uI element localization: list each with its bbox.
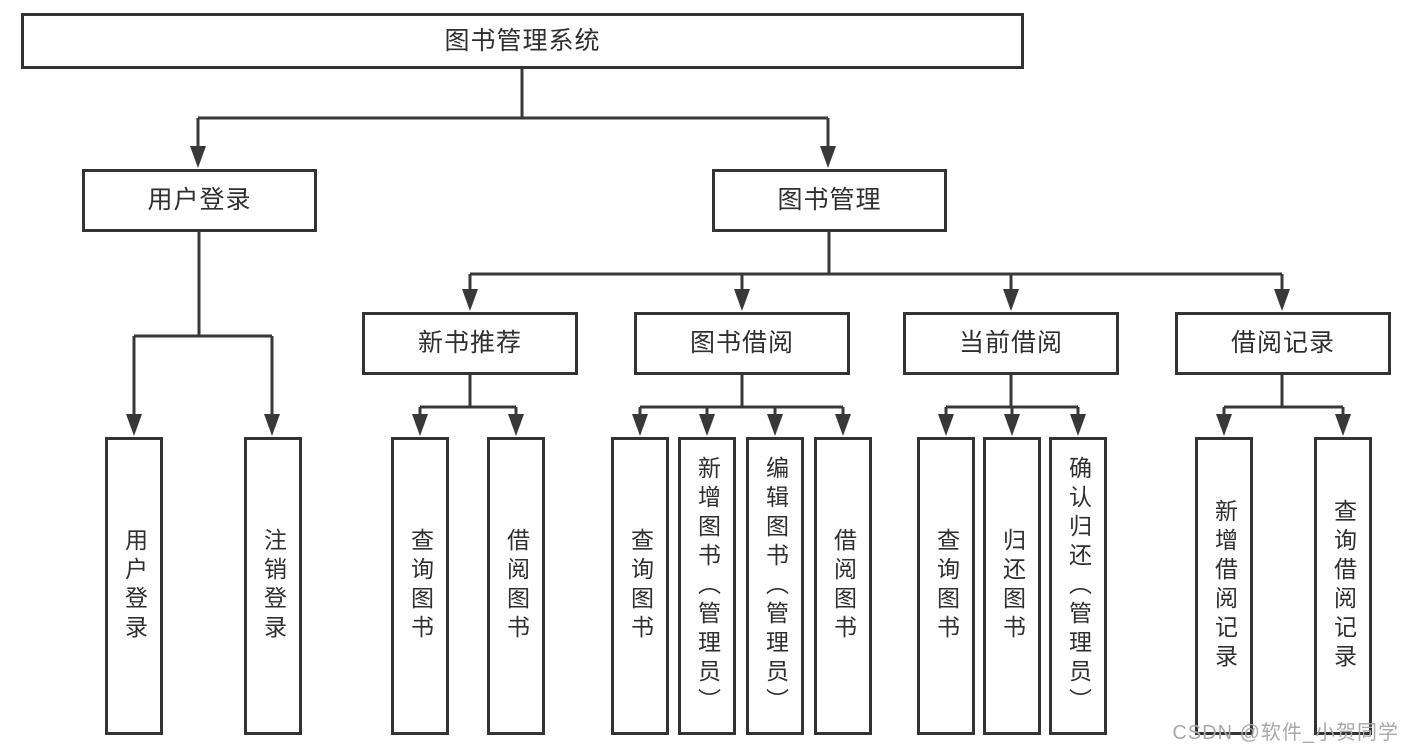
connector-currentborrow-to-leaves [944,375,1080,420]
node-leaf-query-books-rec: 查询图书 [391,437,449,735]
node-label: 注销登录 [260,528,287,644]
node-leaf-borrow-books: 借阅图书 [814,437,872,735]
node-leaf-logout: 注销登录 [244,437,302,735]
node-label: 查询借阅记录 [1330,499,1357,673]
connector-bookmgmt-to-level3 [468,232,1284,295]
node-label: 借阅图书 [503,528,530,644]
connector-newbookrec-to-leaves [418,375,518,420]
node-current-borrowing: 当前借阅 [903,312,1119,375]
connector-root-to-level2 [196,69,830,150]
node-leaf-return-books: 归还图书 [983,437,1041,735]
node-leaf-user-login: 用户登录 [105,437,163,735]
node-leaf-query-books-borrow: 查询图书 [611,437,669,735]
connector-userlogin-to-leaves [132,232,274,420]
node-leaf-add-books-admin: 新增图书（管理员） [678,437,736,735]
csdn-watermark: CSDN @软件_小贺同学 [1172,722,1399,744]
node-book-management-branch: 图书管理 [712,169,947,232]
node-label: 查询图书 [407,528,434,644]
node-leaf-query-books-current: 查询图书 [917,437,975,735]
node-leaf-edit-books-admin: 编辑图书（管理员） [746,437,804,735]
node-label: 新增图书（管理员） [694,455,721,717]
node-label: 确认归还（管理员） [1065,455,1092,717]
node-leaf-add-borrow-record: 新增借阅记录 [1195,437,1253,735]
node-new-book-recommendation: 新书推荐 [362,312,578,375]
node-label: 借阅图书 [830,528,857,644]
node-label: 查询图书 [627,528,654,644]
node-user-login-branch: 用户登录 [82,169,317,232]
arrowheads [126,146,1351,436]
node-leaf-borrow-books-rec: 借阅图书 [487,437,545,735]
node-label: 查询图书 [933,528,960,644]
node-borrowing-records: 借阅记录 [1175,312,1391,375]
node-label: 编辑图书（管理员） [762,455,789,717]
node-label: 用户登录 [121,528,148,644]
node-label: 归还图书 [999,528,1026,644]
node-book-borrowing: 图书借阅 [634,312,850,375]
node-leaf-query-borrow-record: 查询借阅记录 [1314,437,1372,735]
node-leaf-confirm-return-admin: 确认归还（管理员） [1049,437,1107,735]
node-label: 新增借阅记录 [1211,499,1238,673]
node-root-system: 图书管理系统 [21,13,1024,69]
connector-borrowrecords-to-leaves [1222,375,1345,420]
connector-bookborrow-to-leaves [638,375,845,420]
